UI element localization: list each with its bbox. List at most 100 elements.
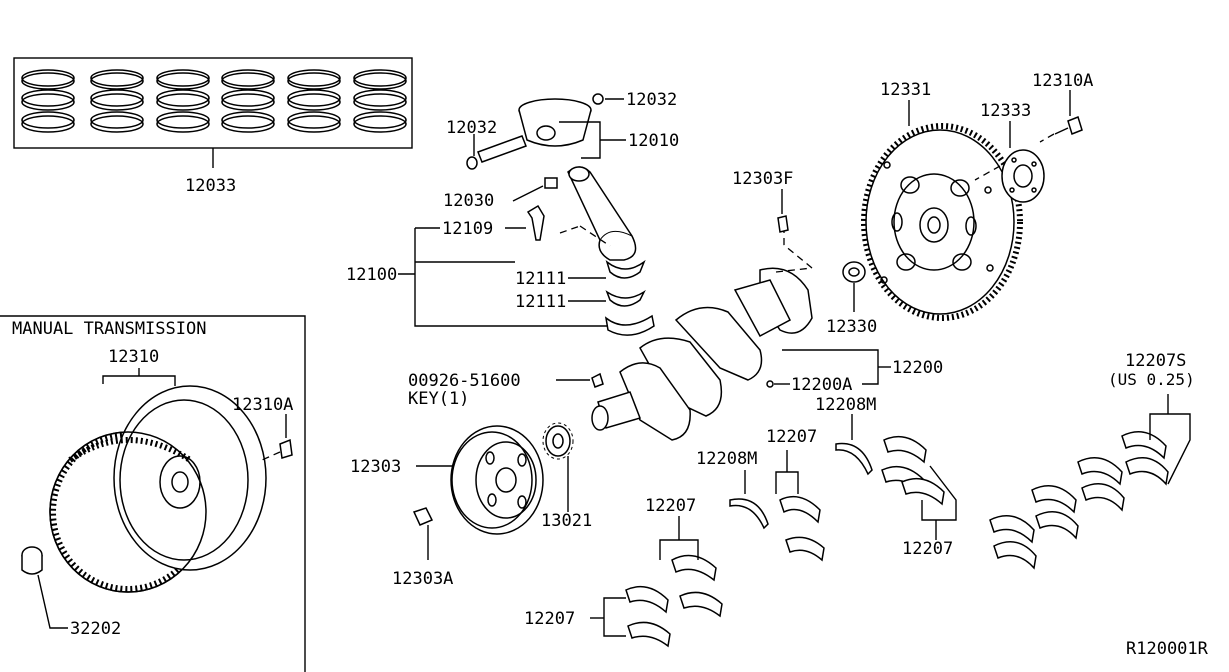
label-12310: 12310 — [108, 347, 159, 367]
label-12010: 12010 — [628, 131, 679, 151]
flywheel-12310 — [113, 385, 267, 571]
label-12303F: 12303F — [732, 169, 793, 189]
rod-bolt-12109 — [526, 204, 545, 241]
label-12207-c: 12207 — [524, 609, 575, 629]
crank-nose-end — [591, 405, 609, 431]
reinforcement-plate-group[interactable]: 12333 12310A — [974, 71, 1093, 203]
pilot-bushing-group[interactable]: 12330 — [826, 261, 877, 337]
thrust-washer-12208M-right — [835, 442, 873, 476]
label-12111-a: 12111 — [515, 269, 566, 289]
bearing-12207S-2 — [993, 541, 1037, 570]
piston-pin — [477, 135, 527, 163]
sprocket-13021 — [545, 425, 571, 457]
bearing-12207-c1 — [779, 495, 821, 524]
main-bearings-group[interactable]: 12208M 12208M 12207 12207 12207 12207 — [524, 351, 1195, 648]
ring-set-4 — [221, 69, 275, 133]
label-12310A-top: 12310A — [1032, 71, 1093, 91]
label-12207S: 12207S — [1125, 351, 1186, 371]
plate-12333 — [1001, 149, 1045, 203]
piston-skirt — [518, 109, 592, 147]
label-12208M-left: 12208M — [696, 449, 757, 469]
bearing-12207S-4 — [1035, 511, 1079, 540]
bearing-12207S-5 — [1077, 457, 1123, 486]
ring-set-3 — [156, 69, 210, 133]
bearing-12111-upper — [605, 259, 646, 279]
bearing-12207-c2 — [785, 536, 825, 562]
pin-12303F — [777, 215, 789, 233]
label-12207-d: 12207 — [902, 539, 953, 559]
crankshaft-group[interactable]: 12303F 12200 12200A 00926-51600 KEY(1) — [408, 169, 943, 441]
bearing-12207-r3 — [901, 477, 945, 506]
ring-set-1 — [21, 69, 75, 133]
bearing-12207S-3 — [1031, 485, 1077, 514]
label-12303A: 12303A — [392, 569, 453, 589]
drive-plate-group[interactable]: 12331 — [861, 80, 1023, 321]
bolt-12303A — [412, 507, 434, 526]
label-12111-b: 12111 — [515, 292, 566, 312]
ring-set-2 — [90, 69, 144, 133]
label-12303: 12303 — [350, 457, 401, 477]
rod-cap — [604, 314, 655, 336]
bearing-12207S-6 — [1081, 483, 1125, 512]
plug-12200A — [766, 380, 774, 388]
leader-12310-bracket — [102, 375, 176, 386]
piston-group[interactable]: 12010 12032 12032 — [446, 90, 679, 170]
thrust-washer-12208M-left — [729, 498, 769, 530]
crank-web-3 — [639, 337, 723, 417]
crank-web-2 — [674, 306, 763, 381]
crank-pulley-12303 — [450, 425, 544, 535]
label-00926-51600: 00926-51600 — [408, 371, 521, 391]
label-12032-left: 12032 — [446, 118, 497, 138]
manual-transmission-frame — [0, 315, 306, 672]
label-12100: 12100 — [346, 265, 397, 285]
label-12331: 12331 — [880, 80, 931, 100]
leader-12030 — [512, 185, 544, 202]
label-12333: 12333 — [980, 101, 1031, 121]
label-12033: 12033 — [185, 176, 236, 196]
label-32202: 32202 — [70, 619, 121, 639]
label-12207-a: 12207 — [645, 496, 696, 516]
label-12200: 12200 — [892, 358, 943, 378]
label-12109: 12109 — [442, 219, 493, 239]
ring-set-5 — [287, 69, 341, 133]
label-us-025: (US 0.25) — [1108, 370, 1195, 389]
piston-pin-bore — [536, 125, 556, 141]
bearing-12207-ll1 — [625, 585, 669, 614]
ring-set-6 — [353, 69, 407, 133]
label-12030: 12030 — [443, 191, 494, 211]
manual-transmission-title: MANUAL TRANSMISSION — [12, 319, 206, 339]
drive-plate-ring-gear — [861, 123, 1023, 321]
manual-transmission-section[interactable]: MANUAL TRANSMISSION 12310 12310A 32202 — [0, 315, 306, 672]
crank-web-4 — [619, 362, 691, 441]
woodruff-key — [591, 372, 604, 388]
leader-12100-bracket — [414, 228, 608, 327]
rod-small-end — [568, 166, 590, 182]
label-12200A: 12200A — [791, 375, 852, 395]
bearing-12207S-1 — [989, 515, 1035, 544]
label-12330: 12330 — [826, 317, 877, 337]
diagram-code: R120001R — [1126, 639, 1209, 659]
snap-ring-right — [592, 93, 604, 105]
rod-bushing-12030 — [544, 177, 558, 189]
connecting-rod-group[interactable]: 12030 12109 12100 12111 12111 — [346, 166, 655, 336]
snap-ring-left — [466, 156, 478, 170]
piston-rings-group[interactable]: 12033 — [13, 57, 413, 196]
label-12207-b: 12207 — [766, 427, 817, 447]
label-13021: 13021 — [541, 511, 592, 531]
crank-pulley-group[interactable]: 12303 12303A 13021 — [350, 422, 592, 589]
label-12310A-left: 12310A — [232, 395, 293, 415]
bearing-12207-ul1 — [671, 554, 717, 582]
bearing-12111-lower — [605, 289, 646, 307]
bearing-12207S-8 — [1125, 457, 1169, 486]
bolt-12310A-top — [1067, 116, 1083, 135]
label-12032-right: 12032 — [626, 90, 677, 110]
crank-throw-1 — [733, 279, 791, 338]
bearing-12207-r1 — [883, 435, 927, 464]
bearing-12207-ul2 — [679, 591, 723, 618]
bearing-12207-ll2 — [627, 621, 671, 648]
label-key: KEY(1) — [408, 389, 469, 409]
bolt-12310A-left — [279, 438, 293, 459]
bearing-12207S-7 — [1121, 431, 1167, 460]
label-12208M-right: 12208M — [815, 395, 876, 415]
